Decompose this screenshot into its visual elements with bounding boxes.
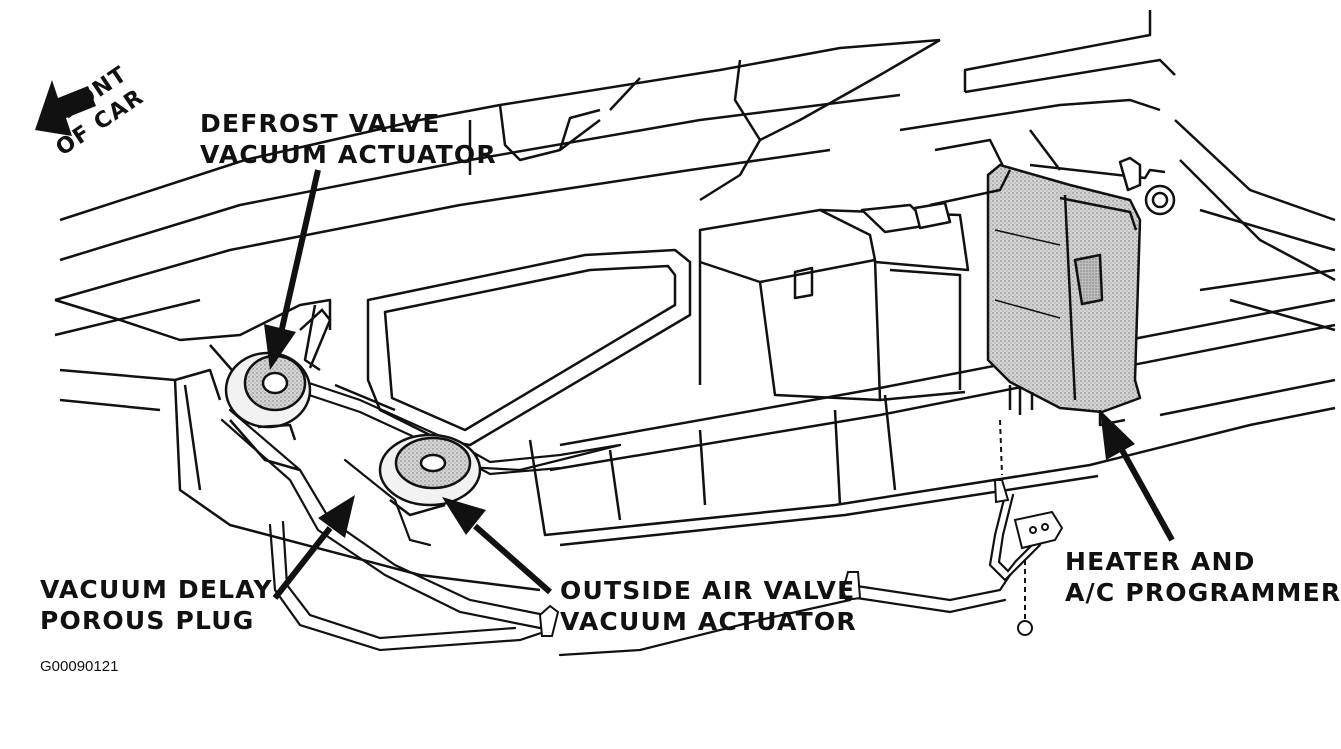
programmer-label-line1: HEATER AND [1065, 547, 1256, 576]
outside-air-actuator-label-line1: OUTSIDE AIR VALVE [560, 576, 856, 605]
programmer-label: HEATER AND A/C PROGRAMMER [1065, 546, 1341, 608]
outside-air-actuator-label: OUTSIDE AIR VALVE VACUUM ACTUATOR [560, 575, 857, 637]
vacuum-delay-callout-arrow [272, 495, 355, 600]
outside-air-actuator [378, 433, 482, 517]
vacuum-delay-plug-label-line2: POROUS PLUG [40, 606, 255, 635]
vacuum-delay-plug-label: VACUUM DELAY POROUS PLUG [40, 574, 273, 636]
defrost-callout-arrow [264, 169, 321, 370]
programmer-callout-arrow [1100, 410, 1175, 542]
programmer-label-line2: A/C PROGRAMMER [1065, 578, 1341, 607]
vacuum-delay-plug-label-line1: VACUUM DELAY [40, 575, 273, 604]
figure-id: G00090121 [40, 658, 119, 675]
defrost-actuator-label: DEFROST VALVE VACUUM ACTUATOR [200, 108, 497, 170]
outside-air-callout-arrow [442, 497, 552, 595]
outside-air-actuator-label-line2: VACUUM ACTUATOR [560, 607, 857, 636]
hvac-module [54, 208, 1336, 592]
dash-structure [54, 10, 1336, 337]
arrow-icon [35, 80, 96, 136]
heater-ac-programmer [860, 156, 1176, 427]
callout-arrows [264, 169, 1175, 600]
hose-fittings [538, 419, 1064, 637]
defrost-actuator-label-line1: DEFROST VALVE [200, 109, 441, 138]
defrost-actuator-label-line2: VACUUM ACTUATOR [200, 140, 497, 169]
defrost-actuator [224, 308, 332, 441]
